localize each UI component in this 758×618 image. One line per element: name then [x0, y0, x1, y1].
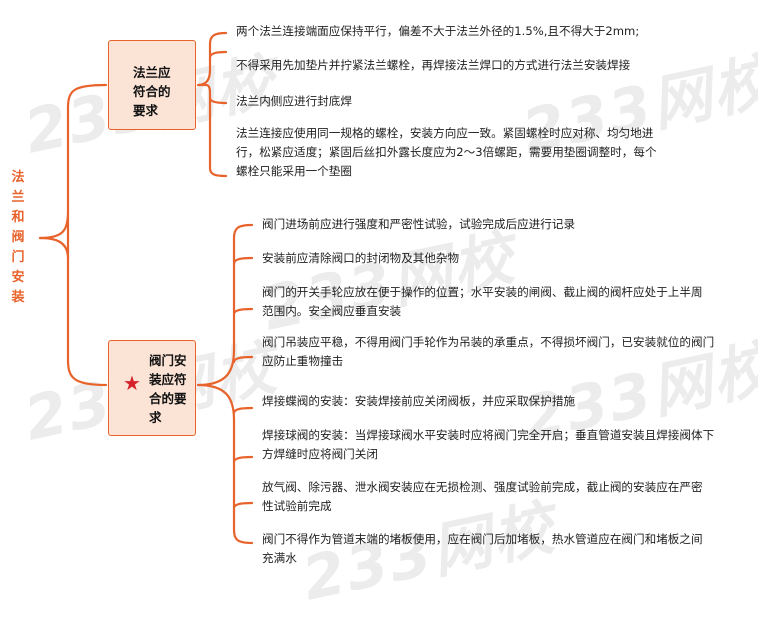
root-title-char: 兰	[11, 190, 25, 205]
star-icon: ★	[123, 371, 141, 395]
leaf-item: 法兰连接应使用同一规格的螺栓，安装方向应一致。紧固螺栓时应对称、均匀地进行，松紧…	[236, 126, 657, 178]
leaf-item: 阀门不得作为管道末端的堵板使用，应在阀门后加堵板，热水管道应在阀门和堵板之间充满…	[262, 532, 703, 565]
category-label-line: 求	[149, 410, 162, 425]
root-title-char: 安	[11, 270, 25, 285]
category-flange-requirements: 法兰应 符合的 要求	[108, 40, 196, 130]
leaf-item: 焊接球阀的安装：当焊接球阀水平安装时应将阀门完全开启；垂直管道安装且焊接阀体下方…	[262, 428, 715, 461]
root-title-char: 装	[11, 290, 25, 305]
category-label-line: 法兰应	[133, 65, 171, 80]
root-brace-tip	[38, 236, 70, 260]
root-title-char: 法	[11, 170, 25, 185]
category-label-line: 装应符	[149, 372, 187, 387]
category-label-line: 阀门安	[149, 353, 187, 368]
root-connector	[38, 83, 108, 387]
root-title: 法 兰 和 阀 门 安 装	[6, 168, 30, 308]
leaf-item: 阀门进场前应进行强度和严密性试验，试验完成后应进行记录	[262, 217, 576, 231]
leaf-item: 不得采用先加垫片并拧紧法兰螺栓，再焊接法兰焊口的方式进行法兰安装焊接	[236, 58, 631, 72]
root-title-char: 门	[11, 250, 25, 265]
category-label-line: 要求	[133, 103, 159, 118]
category-valve-requirements: ★ 阀门安 装应符 合的要 求	[108, 340, 196, 436]
leaf-item: 安装前应清除阀口的封闭物及其他杂物	[262, 251, 460, 265]
mindmap-connectors	[38, 31, 254, 545]
leaf-item: 法兰内侧应进行封底焊	[236, 94, 352, 108]
root-title-char: 阀	[11, 230, 25, 245]
category-label-line: 符合的	[133, 84, 171, 99]
branch2-connector	[196, 223, 254, 545]
leaf-item: 两个法兰连接端面应保持平行，偏差不大于法兰外径的1.5%,且不得大于2mm;	[236, 24, 640, 38]
category-label-line: 合的要	[149, 391, 187, 406]
leaf-item: 阀门的开关手轮应放在便于操作的位置；水平安装的闸阀、截止阀的阀杆应处于上半周范围…	[262, 285, 703, 318]
leaf-item: 放气阀、除污器、泄水阀安装应在无损检测、强度试验前完成，截止阀的安装应在严密性试…	[262, 480, 703, 513]
root-title-char: 和	[11, 210, 25, 225]
branch1-connector	[196, 31, 228, 178]
leaf-item: 焊接蝶阀的安装：安装焊接前应关闭阀板，并应采取保护措施	[262, 394, 576, 408]
leaf-item: 阀门吊装应平稳，不得用阀门手轮作为吊装的承重点，不得损坏阀门，已安装就位的阀门应…	[262, 335, 715, 368]
